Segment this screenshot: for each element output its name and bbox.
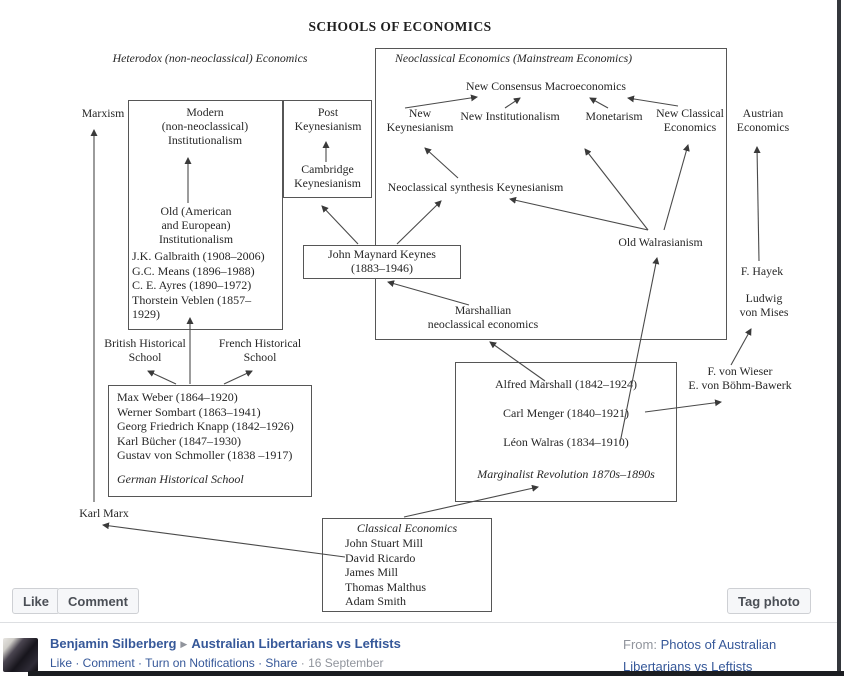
- label-marginalist-revolution: Marginalist Revolution 1870s–1890s: [477, 467, 655, 481]
- neoclassical-box: [375, 48, 727, 340]
- label-new-consensus: New Consensus Macroeconomics: [466, 79, 626, 93]
- divider: [0, 622, 838, 623]
- label-modern-institutionalism: Modern (non-neoclassical) Institutionali…: [161, 105, 249, 147]
- diagram-title: SCHOOLS OF ECONOMICS: [308, 19, 492, 34]
- label-neoclassical-synthesis: Neoclassical synthesis Keynesianism: [387, 180, 564, 194]
- label-new-classical: New Classical Economics: [656, 106, 724, 134]
- meta-links[interactable]: Like · Comment · Turn on Notifications ·…: [50, 656, 298, 670]
- label-marshallian: Marshallian neoclassical economics: [427, 303, 539, 331]
- label-french-historical: French Historical School: [218, 336, 302, 364]
- label-german-historical-school: German Historical School: [117, 472, 244, 486]
- label-post-keynesianism: Post Keynesianism: [294, 105, 362, 133]
- classical-economics-names: John Stuart Mill David Ricardo James Mil…: [345, 536, 426, 609]
- group-name-link[interactable]: Australian Libertarians vs Leftists: [191, 636, 401, 651]
- label-classical-economics: Classical Economics: [356, 521, 458, 535]
- german-historical-names: Max Weber (1864–1920) Werner Sombart (18…: [117, 390, 294, 463]
- comment-button[interactable]: Comment: [57, 588, 139, 614]
- from-label: From:: [623, 637, 661, 652]
- keynes-box: John Maynard Keynes (1883–1946): [303, 245, 461, 279]
- label-new-keynesianism: New Keynesianism: [386, 106, 454, 134]
- viewer-bottom-edge: [28, 671, 844, 676]
- poster-name-link[interactable]: Benjamin Silberberg: [50, 636, 177, 651]
- label-carl-menger: Carl Menger (1840–1921): [503, 406, 629, 420]
- modern-institutionalism-box: [128, 100, 283, 330]
- label-wieser-bohm-bawerk: F. von Wieser E. von Böhm-Bawerk: [688, 364, 792, 392]
- label-von-mises: Ludwig von Mises: [739, 291, 789, 319]
- classical-economics-box: [322, 518, 492, 612]
- label-old-walrasianism: Old Walrasianism: [618, 235, 703, 249]
- label-austrian-economics: Austrian Economics: [736, 106, 790, 134]
- viewer-right-edge: [837, 0, 841, 676]
- neoclassical-header: Neoclassical Economics (Mainstream Econo…: [395, 51, 633, 65]
- old-institutionalism-names: J.K. Galbraith (1908–2006) G.C. Means (1…: [132, 249, 265, 322]
- label-marxism: Marxism: [81, 106, 125, 120]
- label-karl-marx: Karl Marx: [79, 506, 129, 520]
- heterodox-header: Heterodox (non-neoclassical) Economics: [112, 51, 308, 65]
- photo-image[interactable]: SCHOOLS OF ECONOMICS Heterodox (non-neoc…: [0, 0, 838, 622]
- label-new-institutionalism: New Institutionalism: [460, 109, 560, 123]
- german-historical-box: [108, 385, 312, 497]
- keynes-label: John Maynard Keynes (1883–1946): [328, 247, 436, 275]
- label-british-historical: British Historical School: [104, 336, 186, 364]
- meta-date: · 16 September: [297, 656, 384, 670]
- post-meta-row: Like · Comment · Turn on Notifications ·…: [50, 656, 383, 670]
- tag-photo-button[interactable]: Tag photo: [727, 588, 811, 614]
- label-old-institutionalism: Old (American and European) Institutiona…: [158, 204, 234, 246]
- from-album-block: From: Photos of Australian Libertarians …: [623, 634, 776, 677]
- label-cambridge-keynesianism: Cambridge Keynesianism: [294, 162, 361, 190]
- attribution-row: Benjamin Silberberg▶Australian Libertari…: [50, 636, 401, 651]
- label-monetarism: Monetarism: [585, 109, 643, 123]
- label-f-hayek: F. Hayek: [740, 264, 784, 278]
- poster-avatar[interactable]: [3, 638, 38, 672]
- group-arrow-icon: ▶: [180, 639, 188, 649]
- post-keynesianism-box: [283, 100, 372, 198]
- from-album-link[interactable]: Photos of Australian Libertarians vs Lef…: [623, 637, 777, 674]
- marginalist-box: [455, 362, 677, 502]
- label-leon-walras: Léon Walras (1834–1910): [503, 435, 629, 449]
- label-alfred-marshall: Alfred Marshall (1842–1924): [495, 377, 637, 391]
- like-button[interactable]: Like: [12, 588, 61, 614]
